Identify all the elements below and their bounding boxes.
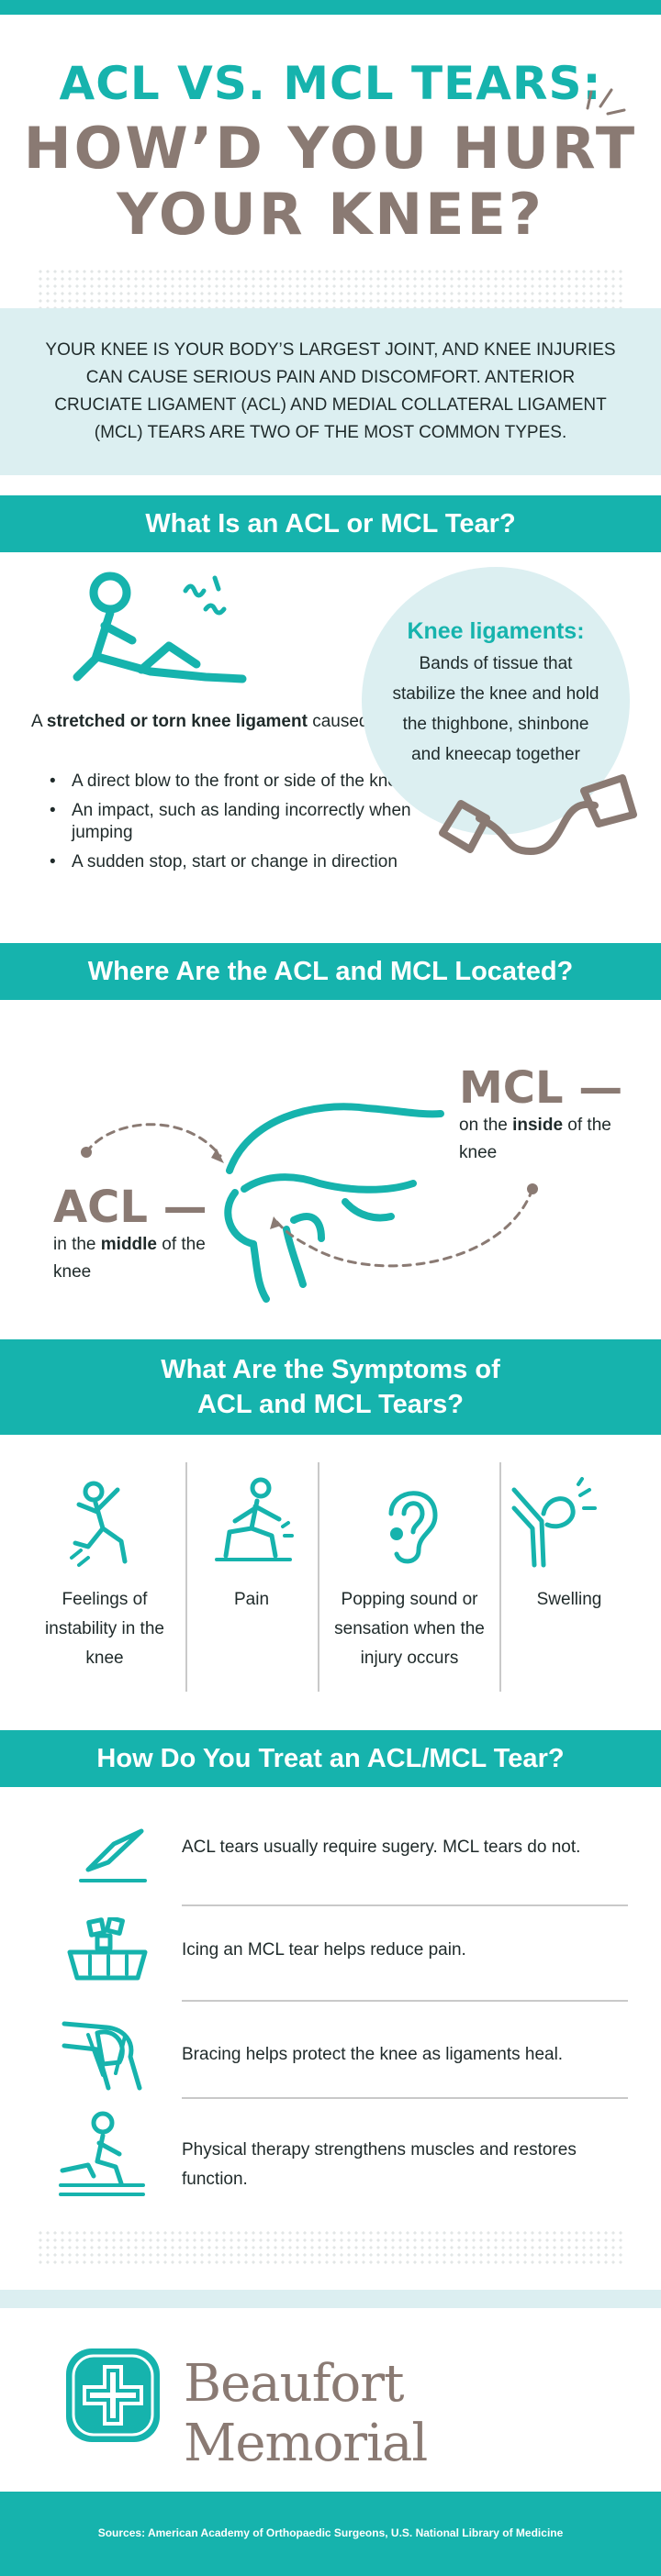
symptom-label: Swelling xyxy=(536,1590,602,1609)
acl-bold: middle xyxy=(100,1235,157,1254)
brand-name: Beaufort Memorial xyxy=(184,2354,428,2473)
treatment-divider xyxy=(182,1904,628,1906)
mcl-bold: inside xyxy=(512,1116,564,1135)
knee-diagram xyxy=(81,1103,538,1303)
treatment-divider xyxy=(182,2097,628,2099)
acl-text-b: of the knee xyxy=(53,1235,206,1282)
kneeling-pain-icon xyxy=(215,1477,294,1561)
intro-panel: YOUR KNEE IS YOUR BODY’S LARGEST JOINT, … xyxy=(0,308,661,475)
list-item: An impact, such as landing incorrectly w… xyxy=(50,800,454,844)
section-symptoms-heading: What Are the Symptoms of ACL and MCL Tea… xyxy=(0,1339,661,1435)
intro-text: YOUR KNEE IS YOUR BODY’S LARGEST JOINT, … xyxy=(45,340,616,442)
treatment-divider xyxy=(182,2000,628,2002)
knee-brace-icon xyxy=(62,2021,142,2091)
acl-label: ACL — xyxy=(53,1182,207,1233)
burst-icon xyxy=(586,88,626,116)
section-treat-heading: How Do You Treat an ACL/MCL Tear? xyxy=(0,1730,661,1787)
treatment-text: Physical therapy strengthens muscles and… xyxy=(182,2140,577,2189)
circle-body: Bands of tissue that stabilize the knee … xyxy=(392,654,599,764)
section-where-heading: Where Are the ACL and MCL Located? xyxy=(0,943,661,1000)
treatment-text: ACL tears usually require sugery. MCL te… xyxy=(182,1838,581,1857)
ice-tray-icon xyxy=(67,1917,148,1981)
circle-title: Knee ligaments: xyxy=(407,618,585,644)
title-line-1: ACL VS. MCL TEARS: xyxy=(59,57,602,110)
symptom-label: Popping sound or sensation when the inju… xyxy=(334,1590,485,1668)
swollen-knee-icon xyxy=(511,1477,597,1568)
mcl-text-a: on the xyxy=(459,1116,513,1135)
symptom-divider xyxy=(499,1462,501,1692)
treatment-text: Icing an MCL tear helps reduce pain. xyxy=(182,1940,466,1960)
top-accent-bar xyxy=(0,0,661,15)
acl-text-a: in the xyxy=(53,1235,101,1254)
injured-person-icon xyxy=(73,572,247,683)
definition-bold: stretched or torn knee ligament xyxy=(46,712,308,731)
symptom-divider xyxy=(318,1462,319,1692)
list-item: A sudden stop, start or change in direct… xyxy=(50,851,454,873)
tear-definition: A stretched or torn knee ligament caused… xyxy=(31,708,417,736)
falling-person-icon xyxy=(70,1481,128,1567)
treatment-text: Bracing helps protect the knee as ligame… xyxy=(182,2045,564,2064)
ligament-icon xyxy=(439,774,637,855)
mcl-description: on the inside of the knee xyxy=(459,1112,615,1167)
ligament-definition-circle: Knee ligaments: Bands of tissue that sta… xyxy=(362,567,630,835)
dot-pattern xyxy=(37,2229,624,2266)
hospital-cross-logo xyxy=(66,2348,160,2442)
sources-footer: Sources: American Academy of Orthopaedic… xyxy=(0,2492,661,2576)
cause-list: A direct blow to the front or side of th… xyxy=(50,771,454,881)
symptom-label: Feelings of instability in the knee xyxy=(45,1590,164,1668)
list-item: A direct blow to the front or side of th… xyxy=(50,771,454,793)
symptom-label: Pain xyxy=(233,1590,270,1609)
definition-text-a: A xyxy=(31,712,47,731)
symptom-divider xyxy=(185,1462,187,1692)
physical-therapy-icon xyxy=(59,2111,145,2196)
divider-bar xyxy=(0,2290,661,2308)
mcl-text-b: of the knee xyxy=(459,1116,611,1162)
ear-icon xyxy=(388,1491,438,1564)
title-line-2: HOW’D YOU HURT xyxy=(23,115,638,182)
section-what-heading: What Is an ACL or MCL Tear? xyxy=(0,495,661,552)
acl-description: in the middle of the knee xyxy=(53,1231,209,1286)
symptoms-heading-line-1: What Are the Symptoms of xyxy=(161,1355,500,1384)
mcl-label: MCL — xyxy=(459,1062,623,1114)
scalpel-icon xyxy=(79,1828,147,1882)
symptoms-heading-line-2: ACL and MCL Tears? xyxy=(196,1390,465,1419)
title-line-3: YOUR KNEE? xyxy=(117,181,544,248)
title-block: ACL VS. MCL TEARS: HOW’D YOU HURT YOUR K… xyxy=(0,15,661,268)
